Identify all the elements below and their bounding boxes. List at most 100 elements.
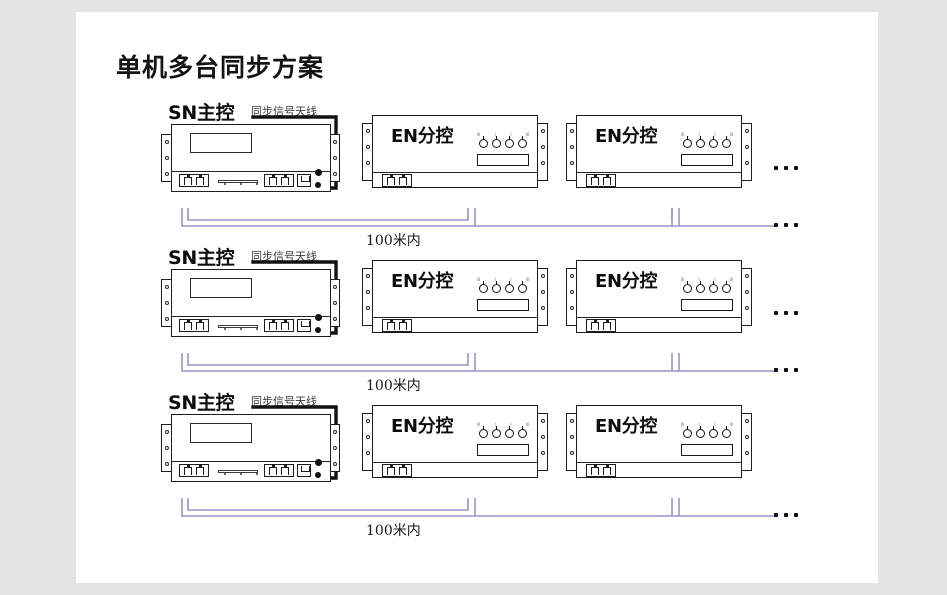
sn-master-controller[interactable]: SN主控 同步信号天线 (158, 388, 348, 508)
en-sync-port[interactable] (586, 319, 616, 332)
ear-hole (541, 274, 546, 278)
ear-hole (541, 290, 546, 294)
knob-icon[interactable] (518, 425, 527, 438)
knob-tick-marks: |||||||| (477, 422, 529, 426)
jack-icon (399, 320, 407, 330)
en-sync-port[interactable] (382, 174, 412, 187)
sn-dmx-port[interactable] (264, 319, 294, 332)
en-rotary-knobs[interactable] (683, 135, 731, 149)
sn-network-port[interactable] (297, 464, 311, 477)
en-slave-controller[interactable]: EN分控 |||||||| (566, 260, 756, 360)
en-slave-controller[interactable]: EN分控 |||||||| (566, 115, 756, 215)
en-slave-label: EN分控 (595, 271, 658, 292)
ear-hole (333, 285, 338, 289)
knob-icon[interactable] (505, 280, 514, 293)
antenna-connector-icon[interactable] (315, 169, 322, 176)
en-slave-controller[interactable]: EN分控 |||||||| (362, 405, 552, 505)
en-sync-port[interactable] (586, 174, 616, 187)
en-rotary-knobs[interactable] (479, 280, 527, 294)
jack-icon (591, 465, 599, 475)
jack-icon (184, 175, 192, 185)
ear-hole (165, 446, 170, 450)
knob-icon[interactable] (722, 425, 731, 438)
diagram-card: 单机多台同步方案 SN主控 同步信号天线 (76, 12, 878, 583)
sn-dmx-port[interactable] (264, 174, 294, 187)
ear-hole (333, 317, 338, 321)
ear-hole (745, 451, 750, 455)
en-sync-port[interactable] (382, 319, 412, 332)
ear-hole (541, 451, 546, 455)
sn-master-label: SN主控 (168, 247, 235, 269)
en-rotary-knobs[interactable] (479, 425, 527, 439)
antenna-connector-icon[interactable] (315, 327, 321, 333)
knob-icon[interactable] (492, 425, 501, 438)
sn-sync-output-port[interactable] (179, 174, 209, 187)
jack-icon (184, 465, 192, 475)
antenna-connector-icon[interactable] (315, 472, 321, 478)
knob-icon[interactable] (505, 425, 514, 438)
knob-icon[interactable] (492, 135, 501, 148)
knob-tick-marks: |||||||| (681, 422, 733, 426)
en-rotary-knobs[interactable] (683, 280, 731, 294)
knob-icon[interactable] (492, 280, 501, 293)
ear-hole (570, 306, 575, 310)
knob-icon[interactable] (683, 135, 692, 148)
rack-ear-right (741, 268, 752, 326)
ear-hole (366, 451, 371, 455)
jack-icon (603, 175, 611, 185)
sn-label-strip (218, 470, 258, 473)
ear-hole (333, 462, 338, 466)
sn-dmx-port[interactable] (264, 464, 294, 477)
en-display-screen (681, 299, 733, 311)
ear-hole (366, 129, 371, 133)
sn-indicator-dots (224, 327, 258, 330)
ear-hole (366, 145, 371, 149)
ear-hole (570, 129, 575, 133)
en-display-screen (681, 154, 733, 166)
chassis-divider (172, 316, 330, 317)
knob-icon[interactable] (683, 280, 692, 293)
jack-icon (387, 175, 395, 185)
knob-icon[interactable] (696, 135, 705, 148)
en-rotary-knobs[interactable] (479, 135, 527, 149)
antenna-connector-icon[interactable] (315, 182, 321, 188)
antenna-connector-icon[interactable] (315, 314, 322, 321)
en-slave-controller[interactable]: EN分控 |||||||| (566, 405, 756, 505)
jack-icon (269, 465, 277, 475)
knob-icon[interactable] (722, 280, 731, 293)
ear-hole (165, 156, 170, 160)
knob-icon[interactable] (709, 425, 718, 438)
knob-icon[interactable] (505, 135, 514, 148)
sn-sync-output-port[interactable] (179, 464, 209, 477)
chassis-divider (577, 462, 741, 463)
en-slave-controller[interactable]: EN分控 |||||||| (362, 115, 552, 215)
knob-icon[interactable] (683, 425, 692, 438)
en-sync-port[interactable] (586, 464, 616, 477)
en-slave-controller[interactable]: EN分控 |||||||| (362, 260, 552, 360)
en-display-screen (477, 444, 529, 456)
en-sync-port[interactable] (382, 464, 412, 477)
ear-hole (366, 306, 371, 310)
knob-icon[interactable] (518, 280, 527, 293)
sn-network-port[interactable] (297, 174, 311, 187)
sn-master-controller[interactable]: SN主控 同步信号天线 (158, 98, 348, 218)
more-devices-indicator (774, 311, 798, 315)
knob-icon[interactable] (709, 280, 718, 293)
sn-master-controller[interactable]: SN主控 同步信号天线 (158, 243, 348, 363)
knob-icon[interactable] (479, 135, 488, 148)
sn-sync-output-port[interactable] (179, 319, 209, 332)
antenna-connector-icon[interactable] (315, 459, 322, 466)
en-chassis: EN分控 |||||||| (372, 115, 538, 188)
knob-icon[interactable] (709, 135, 718, 148)
knob-icon[interactable] (479, 425, 488, 438)
en-rotary-knobs[interactable] (683, 425, 731, 439)
page-title: 单机多台同步方案 (116, 53, 325, 82)
knob-icon[interactable] (696, 280, 705, 293)
knob-icon[interactable] (518, 135, 527, 148)
knob-icon[interactable] (722, 135, 731, 148)
knob-icon[interactable] (479, 280, 488, 293)
en-display-screen (477, 154, 529, 166)
knob-icon[interactable] (696, 425, 705, 438)
sn-network-port[interactable] (297, 319, 311, 332)
ear-hole (165, 285, 170, 289)
